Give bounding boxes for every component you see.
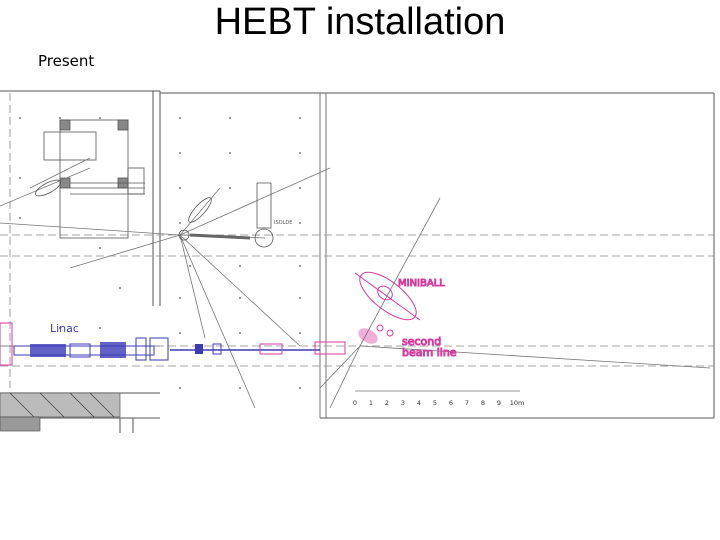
scale-tick-label: 3	[401, 399, 405, 407]
beam-lines	[0, 157, 711, 409]
shielding-blocks	[0, 392, 121, 432]
scale-tick-label: 6	[449, 399, 453, 407]
linac-elements: Linac	[0, 322, 346, 366]
scale-tick-label: 8	[481, 399, 485, 407]
scale-tick-label: 4	[417, 399, 421, 407]
scale-tick-label: 7	[465, 399, 469, 407]
dashed-grid-lines	[0, 93, 714, 388]
beamline-elements	[35, 179, 274, 248]
scale-tick-label: 9	[497, 399, 501, 407]
slide-title: HEBT installation	[214, 1, 506, 43]
miniball-detector: MINIBALL second beam line	[354, 271, 457, 360]
target-hall-structure	[43, 119, 145, 239]
scale-tick-label: 5	[433, 399, 437, 407]
scale-tick-label: 10m	[510, 399, 525, 407]
scale-tick-label: 0	[353, 399, 357, 407]
scale-tick-label: 1	[369, 399, 373, 407]
hebt-layout-drawing: Linac MINIBALL second beam line ISOLDE 0…	[0, 90, 715, 433]
linac-label: Linac	[50, 322, 79, 335]
isolde-label: ISOLDE	[274, 220, 292, 226]
miniball-label: MINIBALL	[398, 278, 445, 289]
grid-dots	[19, 117, 301, 389]
second-beam-line-label-1: second	[402, 335, 441, 348]
slide-subtitle: Present	[38, 52, 95, 70]
second-beam-line-label-2: beam line	[402, 346, 457, 359]
scale-tick-labels: 0 1 2 3 4 5 6 7 8 9 10m	[353, 399, 524, 407]
building-walls	[0, 90, 715, 433]
scale-tick-label: 2	[385, 399, 389, 407]
